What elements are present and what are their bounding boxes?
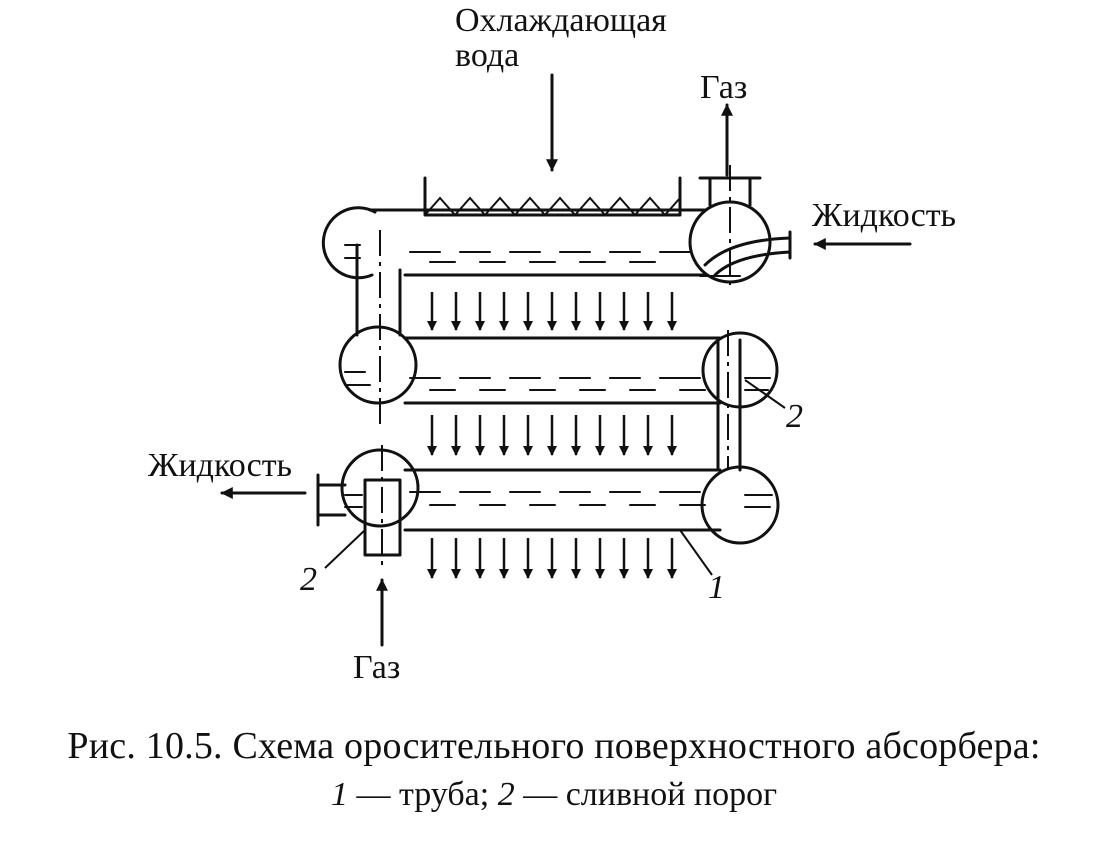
- callout-2-left-leader: [324, 529, 366, 569]
- liquid-middle: [344, 371, 771, 391]
- legend-item-2-number: 2: [497, 776, 515, 813]
- legend-item-1-number: 1: [330, 776, 348, 813]
- tube-bottom: [316, 448, 780, 557]
- liquid-bottom: [344, 491, 773, 508]
- cooling-trough: [423, 176, 682, 217]
- cooling-water-label-2: вода: [455, 37, 519, 74]
- legend-item-2-text: — сливной порог: [514, 776, 778, 813]
- callout-1-label: 1: [708, 569, 725, 606]
- flow-arrows-bottom: [427, 538, 677, 579]
- centerlines: [379, 165, 731, 570]
- figure-caption-legend: 1 — труба; 2 — сливной порог: [0, 776, 1108, 814]
- liquid-out-label: Жидкость: [148, 447, 292, 484]
- legend-item-1-text: — труба;: [347, 776, 498, 813]
- flow-arrows-middle: [427, 415, 677, 456]
- callout-1-leader: [679, 529, 713, 576]
- tube-middle: [338, 325, 779, 409]
- gas-out-label: Газ: [700, 69, 747, 106]
- absorber-diagram: Охлаждающая вода Газ Жидкость Жидкость Г…: [148, 2, 956, 686]
- flow-arrows-top: [427, 292, 677, 331]
- figure-caption-title: Рис. 10.5. Схема оросительного поверхнос…: [67, 725, 1041, 767]
- gas-in-label: Газ: [353, 649, 400, 686]
- callout-2-right-leader: [744, 379, 786, 409]
- liquid-in-label: Жидкость: [812, 197, 956, 234]
- cooling-water-label-1: Охлаждающая: [455, 2, 667, 39]
- connectors: [355, 243, 742, 472]
- callout-2-left-label: 2: [300, 561, 317, 598]
- callout-2-right-label: 2: [786, 398, 803, 435]
- liquid-top: [344, 244, 741, 277]
- tube-top: [321, 176, 792, 284]
